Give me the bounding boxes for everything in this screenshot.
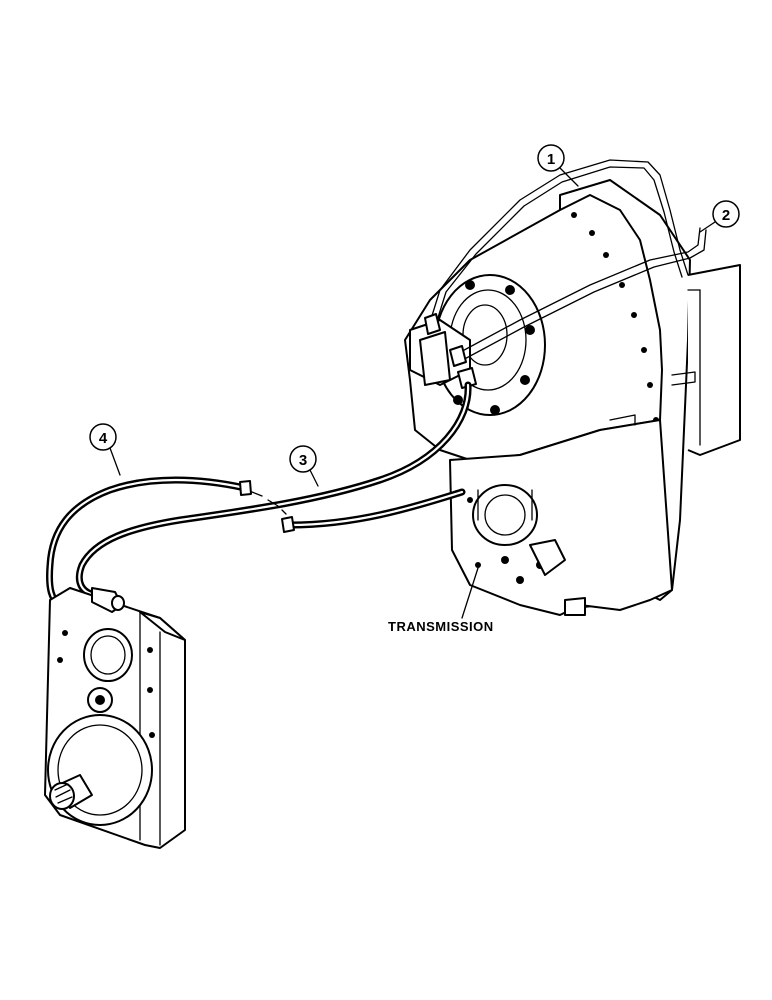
callout-1-number: 1 [547, 151, 555, 168]
transmission-label: TRANSMISSION [388, 567, 494, 634]
transmission-housing [404, 179, 741, 616]
callout-2-number: 2 [722, 207, 730, 224]
hose-4 [46, 476, 252, 609]
rigid-tube-2 [454, 227, 707, 363]
callout-4: 4 [89, 423, 121, 476]
pump-gearbox [44, 587, 186, 849]
rigid-tube-1 [429, 159, 689, 325]
callout-2: 2 [699, 200, 740, 233]
callout-3: 3 [289, 445, 319, 487]
callout-4-number: 4 [99, 430, 108, 447]
hose-3 [75, 381, 472, 599]
callout-3-number: 3 [299, 452, 307, 469]
transmission-label-text: TRANSMISSION [388, 619, 494, 634]
callout-1: 1 [537, 144, 579, 187]
